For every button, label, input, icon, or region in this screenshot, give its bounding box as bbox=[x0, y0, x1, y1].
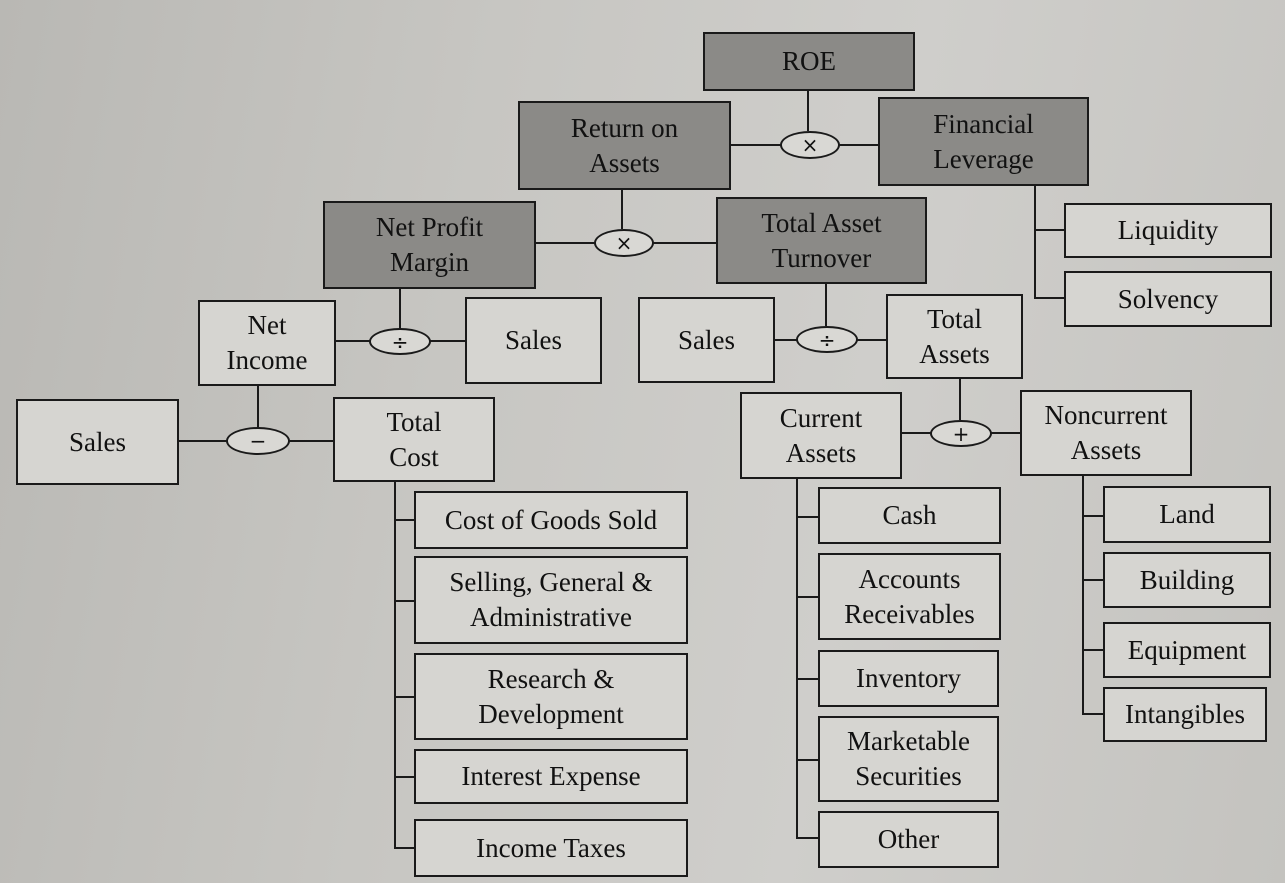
sales-box-tat: Sales bbox=[638, 297, 775, 383]
current-assets-box: Current Assets bbox=[740, 392, 902, 479]
other-box: Other bbox=[818, 811, 999, 868]
sga-box: Selling, General & Administrative bbox=[414, 556, 688, 644]
accounts-receivables-box: Accounts Receivables bbox=[818, 553, 1001, 640]
land-box: Land bbox=[1103, 486, 1271, 543]
solvency-box: Solvency bbox=[1064, 271, 1272, 327]
total-asset-turnover-box: Total Asset Turnover bbox=[716, 197, 927, 284]
liquidity-box: Liquidity bbox=[1064, 203, 1272, 258]
total-assets-box: Total Assets bbox=[886, 294, 1023, 379]
inventory-box: Inventory bbox=[818, 650, 999, 707]
intangibles-box: Intangibles bbox=[1103, 687, 1267, 742]
net-income-box: Net Income bbox=[198, 300, 336, 386]
divide-operator-npm: ÷ bbox=[369, 328, 431, 355]
multiply-operator-roa: × bbox=[594, 229, 654, 257]
research-development-box: Research & Development bbox=[414, 653, 688, 740]
equipment-box: Equipment bbox=[1103, 622, 1271, 678]
multiply-operator-roe: × bbox=[780, 131, 840, 159]
sales-box-ni: Sales bbox=[16, 399, 179, 485]
cost-of-goods-sold-box: Cost of Goods Sold bbox=[414, 491, 688, 549]
plus-operator-ta: + bbox=[930, 420, 992, 447]
interest-expense-box: Interest Expense bbox=[414, 749, 688, 804]
roe-box: ROE bbox=[703, 32, 915, 91]
divide-operator-tat: ÷ bbox=[796, 326, 858, 353]
total-cost-box: Total Cost bbox=[333, 397, 495, 482]
sales-box-npm: Sales bbox=[465, 297, 602, 384]
building-box: Building bbox=[1103, 552, 1271, 608]
return-on-assets-box: Return on Assets bbox=[518, 101, 731, 190]
noncurrent-assets-box: Noncurrent Assets bbox=[1020, 390, 1192, 476]
marketable-securities-box: Marketable Securities bbox=[818, 716, 999, 802]
financial-leverage-box: Financial Leverage bbox=[878, 97, 1089, 186]
cash-box: Cash bbox=[818, 487, 1001, 544]
income-taxes-box: Income Taxes bbox=[414, 819, 688, 877]
net-profit-margin-box: Net Profit Margin bbox=[323, 201, 536, 289]
minus-operator-ni: − bbox=[226, 427, 290, 455]
